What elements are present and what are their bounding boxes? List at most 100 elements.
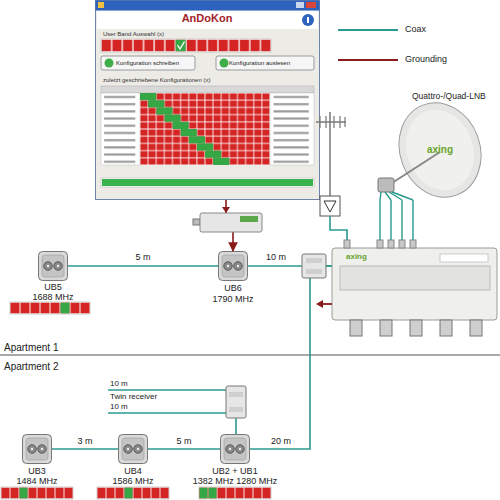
socket-icon [219, 252, 248, 281]
green-cell [181, 129, 197, 136]
node-text: 1586 MHz [112, 477, 153, 486]
splitter-port [306, 269, 322, 274]
band-row [101, 39, 271, 52]
amplifier-symbol [324, 201, 336, 212]
date-column [101, 93, 140, 165]
cable-length: 5 m [135, 253, 150, 262]
node-text: Quattro-/Quad-LNB [412, 92, 486, 101]
config-selected [200, 488, 208, 499]
antenna-socket: UB51688 MHz [38, 251, 68, 281]
green-cell [156, 107, 172, 114]
green-cell [189, 136, 205, 143]
apartment-separator [0, 354, 500, 355]
button [101, 56, 195, 70]
node-text: axing [346, 253, 367, 261]
table-cells [140, 93, 270, 165]
config-strip-bg [1, 487, 73, 499]
node-text: Konfiguration auslesen [229, 60, 290, 66]
twin-splitter [226, 386, 246, 418]
output-port [380, 320, 392, 336]
node-text: zuletzt geschriebene Konfigurationen (x) [103, 77, 210, 83]
antenna-socket: UB61790 MHz [218, 251, 248, 281]
socket-icon [221, 435, 250, 464]
antenna-socket: UB41586 MHz [118, 434, 148, 464]
node-text: 1382 MHz 1280 MHz [193, 477, 278, 486]
green-cell [213, 158, 229, 165]
band-row-bg [101, 39, 271, 52]
multiswitch: axing [332, 240, 497, 330]
green-cell [140, 93, 156, 100]
node-text: axing [427, 145, 453, 155]
grounding-wire [322, 303, 332, 305]
splitter [302, 254, 326, 278]
config-selected [209, 488, 217, 499]
output-port [410, 320, 422, 336]
satellite-dish: Quattro-/Quad-LNB axing [355, 88, 497, 200]
table-bg [140, 93, 270, 165]
terrestrial-cable [330, 216, 347, 240]
green-cell [197, 143, 213, 150]
input-port [344, 240, 350, 248]
legend-text: Coax [405, 25, 426, 34]
lnb [378, 178, 394, 192]
antenna-socket: UB31484 MHz [22, 434, 52, 464]
window-frame [96, 1, 320, 200]
band-selected [176, 40, 186, 51]
programmer-sticker [240, 216, 258, 222]
check-mark [178, 42, 185, 50]
window-titlebar [96, 1, 320, 11]
config-selected [20, 488, 28, 499]
cable-length: 20 m [271, 437, 291, 446]
antenna-elements [320, 116, 345, 128]
green-cell [205, 151, 221, 158]
twin-receiver-cables [108, 390, 236, 434]
button [216, 56, 314, 70]
dish-highlight [395, 100, 485, 200]
config-strip [10, 302, 90, 314]
annotation-label: 10 m [110, 403, 128, 411]
output-port [350, 320, 362, 336]
config-strip-bg [10, 302, 90, 314]
input-port [399, 240, 405, 248]
node-text: UB6 [224, 284, 242, 293]
legend-coax-line [338, 29, 398, 31]
software-window: AnDoKonUser Band Auswahl (x)Konfiguratio… [95, 0, 320, 200]
output-port [470, 320, 482, 336]
annotation-label: 10 m [110, 380, 128, 388]
green-cell [164, 115, 180, 122]
multiswitch-body [332, 248, 497, 320]
node-text: 1688 MHz [32, 293, 73, 302]
config-strip [97, 487, 169, 499]
grounding-arrowhead [316, 300, 323, 308]
coax-cable [380, 200, 413, 240]
cable-length: 3 m [77, 437, 92, 446]
node-text: AnDoKon [182, 13, 233, 24]
splitter-port [306, 258, 322, 263]
socket-icon [119, 435, 148, 464]
coax-cable [68, 265, 218, 267]
node-text: 1790 MHz [212, 295, 253, 304]
amplifier-box [320, 196, 340, 216]
programmer-plug [193, 219, 200, 225]
window-icon [98, 2, 104, 8]
lnb-arm [392, 152, 440, 183]
coax-cable [52, 448, 118, 450]
switch-panel [340, 266, 490, 290]
green-cell [148, 100, 164, 107]
annotation-label: Apartment 1 [4, 343, 58, 353]
info-mark [307, 17, 309, 23]
serial-entries [270, 93, 314, 165]
node-text: 1484 MHz [16, 477, 57, 486]
switch-label [440, 254, 488, 262]
node-text: UB4 [124, 467, 142, 476]
socket-icon [23, 435, 52, 464]
window-header [97, 11, 318, 29]
node-text: Konfiguration schreiben [116, 60, 179, 66]
output-port [440, 320, 452, 336]
splitter-port [229, 392, 243, 397]
node-text: UB5 [44, 283, 62, 292]
splitter-port [229, 407, 243, 412]
